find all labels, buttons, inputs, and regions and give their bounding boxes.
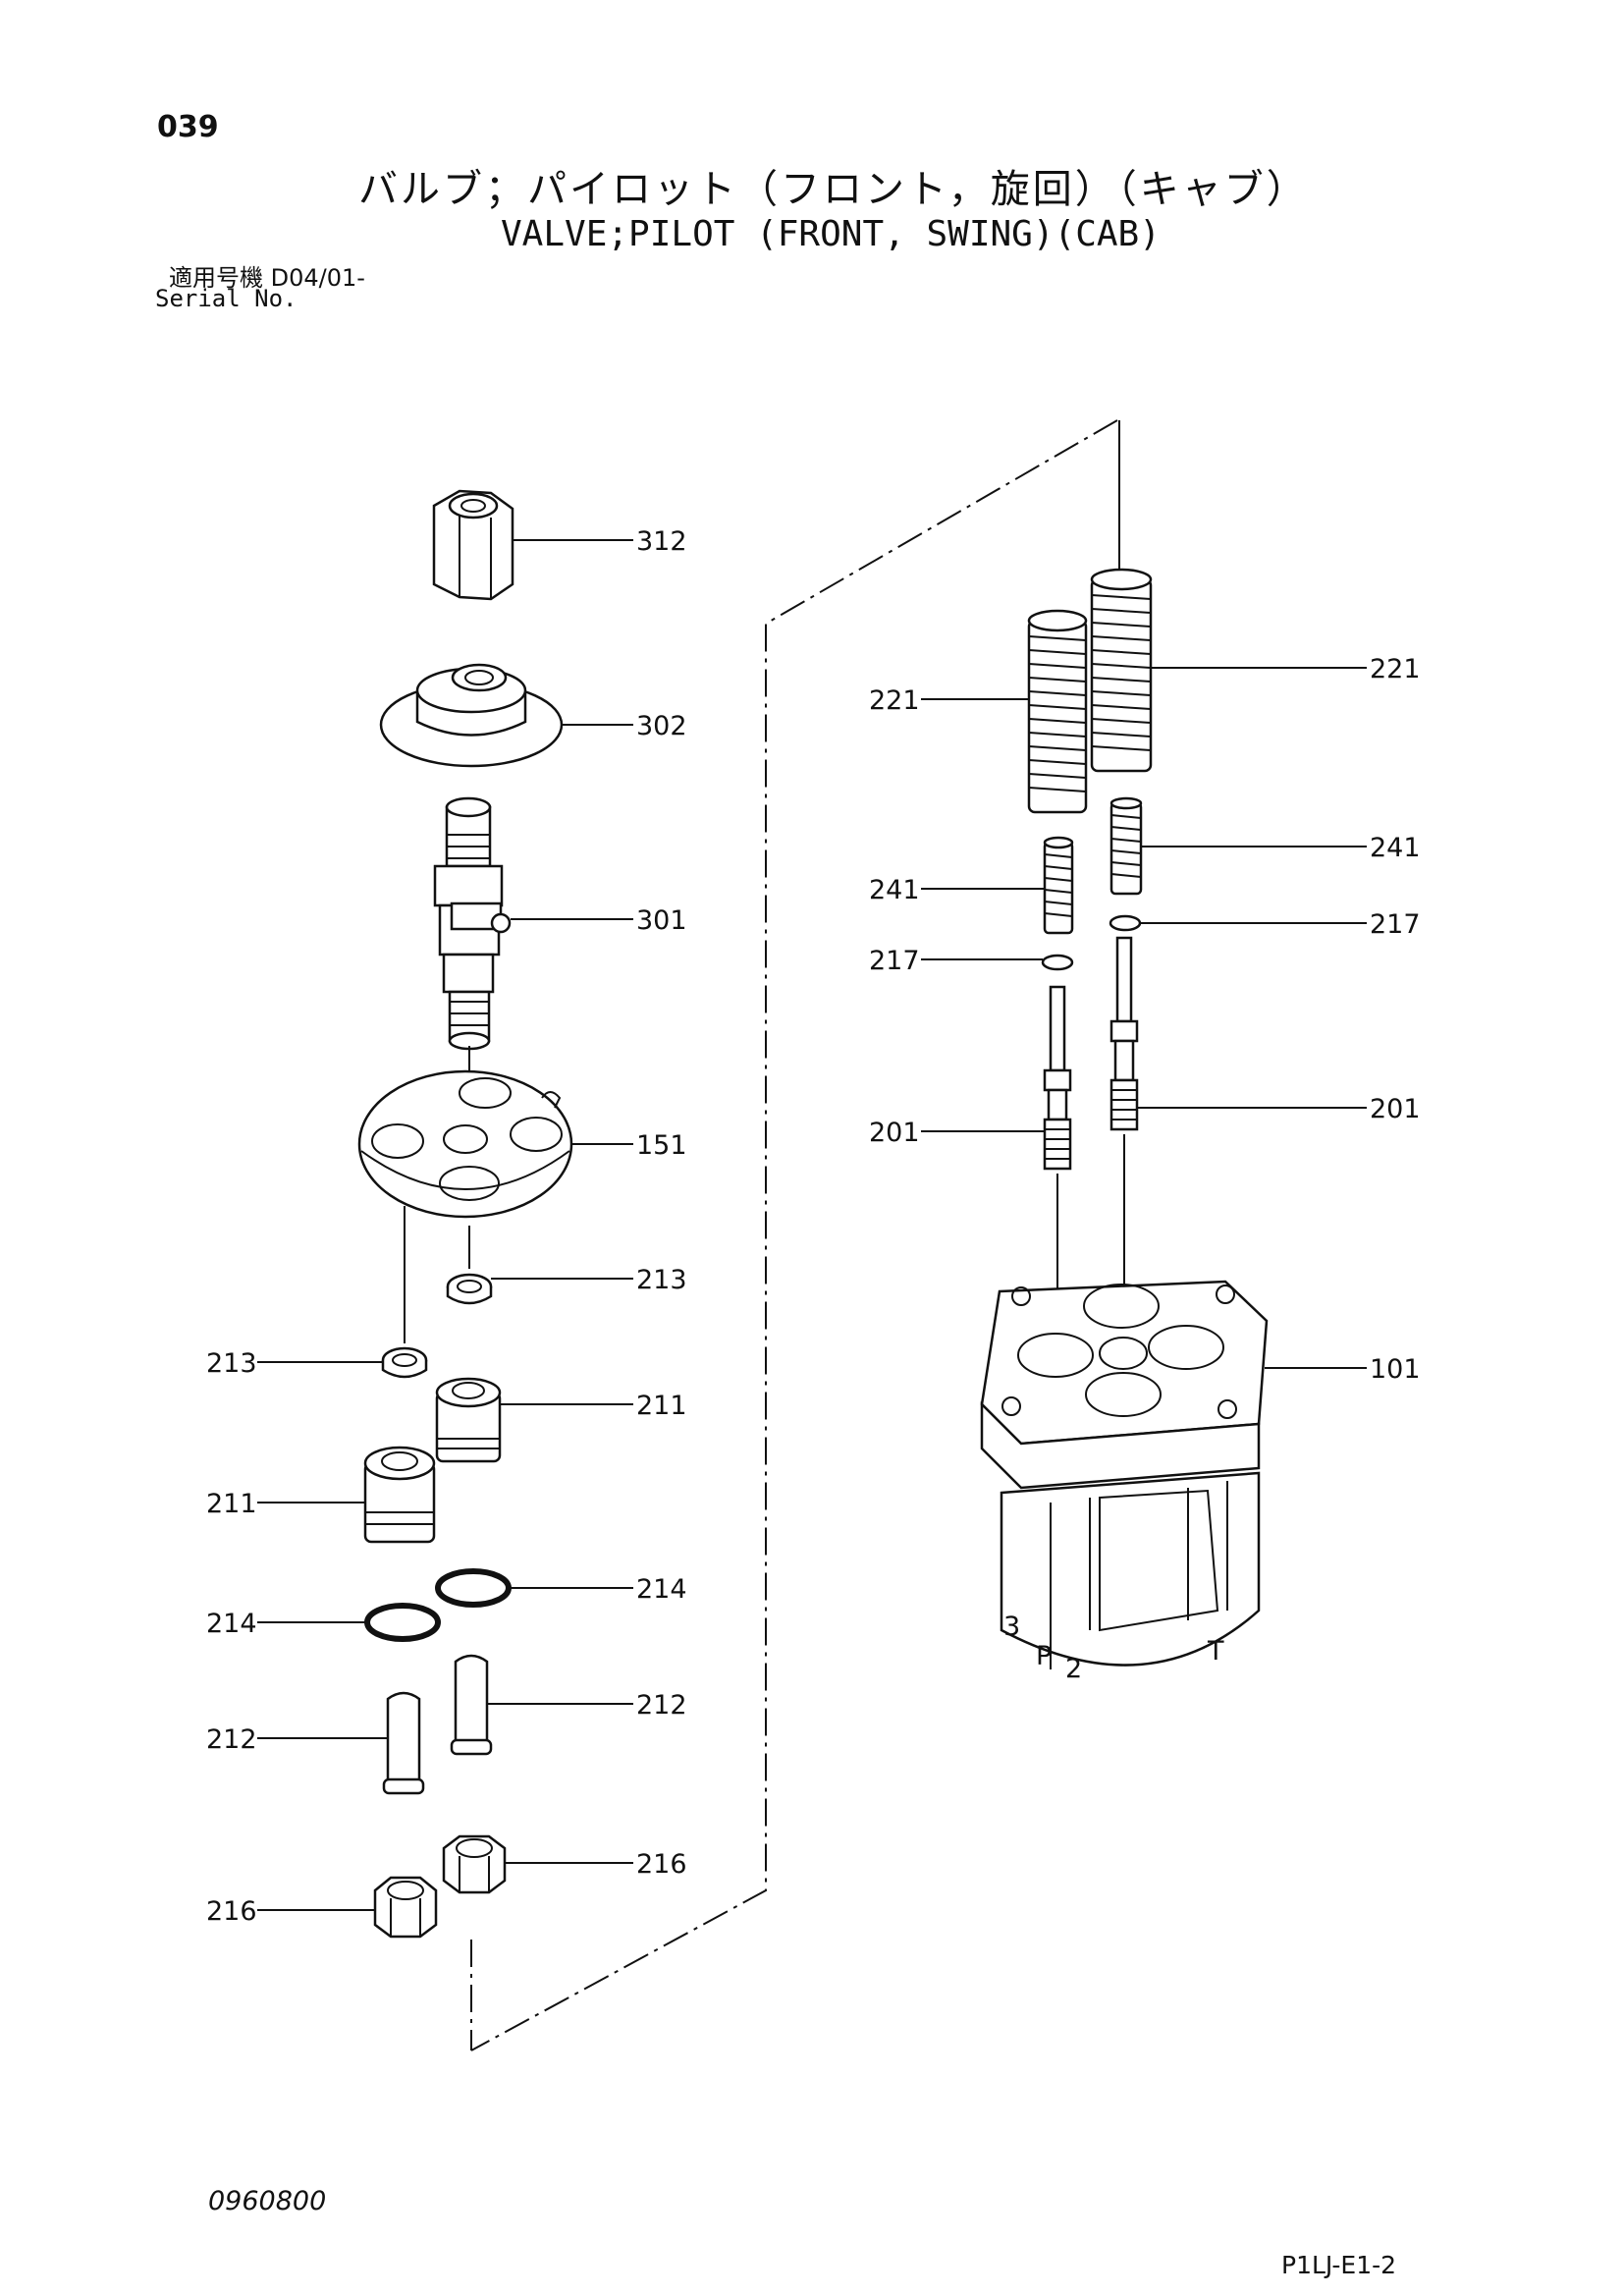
part-312-hex-nut — [432, 489, 514, 601]
callout-213-left: 213 — [206, 1348, 257, 1379]
part-214-o-ring-left — [364, 1603, 441, 1642]
part-217-ring-left — [1041, 954, 1074, 971]
callout-221-right: 221 — [1370, 654, 1421, 684]
serial-japanese: 適用号機 D04/01- — [169, 264, 365, 292]
callout-213-right: 213 — [636, 1265, 687, 1295]
callout-201-left: 201 — [869, 1118, 920, 1148]
callout-217-right: 217 — [1370, 909, 1421, 940]
part-241-spring-left — [1043, 836, 1074, 935]
part-221-spring-right — [1090, 568, 1153, 773]
callout-201-right: 201 — [1370, 1094, 1421, 1124]
callout-216-left: 216 — [206, 1896, 257, 1927]
part-101-valve-body — [980, 1280, 1269, 1669]
callout-212-left: 212 — [206, 1724, 257, 1755]
callout-302: 302 — [636, 711, 687, 741]
part-216-nut-left — [373, 1876, 438, 1939]
port-mark-2: 2 — [1065, 1654, 1082, 1684]
page-code: P1LJ-E1-2 — [1281, 2251, 1397, 2279]
part-211-bushing-left — [363, 1446, 436, 1544]
part-201-spool-right — [1109, 936, 1139, 1131]
part-213-seal-right — [446, 1273, 493, 1305]
callout-211-right: 211 — [636, 1391, 687, 1421]
title-english: VALVE;PILOT (FRONT, SWING)(CAB) — [501, 214, 1161, 254]
callout-301: 301 — [636, 905, 687, 936]
part-241-spring-right — [1109, 796, 1143, 896]
part-302-plate — [379, 663, 564, 768]
page-number: 039 — [157, 110, 219, 144]
callout-151: 151 — [636, 1130, 687, 1161]
port-mark-3: 3 — [1003, 1612, 1020, 1642]
callout-211-left: 211 — [206, 1489, 257, 1519]
document-code: 0960800 — [208, 2186, 327, 2216]
callout-217-left: 217 — [869, 946, 920, 976]
part-211-bushing-right — [435, 1377, 502, 1463]
callout-241-right: 241 — [1370, 833, 1421, 863]
port-mark-t: T — [1207, 1636, 1224, 1667]
callout-214-right: 214 — [636, 1574, 687, 1605]
part-217-ring-right — [1109, 914, 1142, 932]
port-mark-p: P — [1036, 1641, 1052, 1671]
callout-101: 101 — [1370, 1354, 1421, 1385]
serial-english: Serial No. — [155, 285, 298, 312]
callout-212-right: 212 — [636, 1690, 687, 1721]
part-151-plate — [357, 1069, 573, 1219]
part-221-spring-left — [1027, 609, 1088, 814]
part-212-pin-left — [382, 1691, 425, 1795]
part-212-pin-right — [450, 1654, 493, 1756]
callout-214-left: 214 — [206, 1609, 257, 1639]
part-213-seal-left — [381, 1346, 428, 1379]
title-japanese: バルブ；パイロット（フロント，旋回）（キャブ） — [358, 167, 1309, 212]
callout-216-right: 216 — [636, 1849, 687, 1880]
assembly-boundary-line — [470, 419, 1118, 2051]
callout-241-left: 241 — [869, 875, 920, 905]
part-216-nut-right — [442, 1834, 507, 1894]
part-201-spool-left — [1043, 985, 1072, 1171]
callout-312: 312 — [636, 526, 687, 557]
callout-221-left: 221 — [869, 685, 920, 716]
part-301-joint-shaft — [433, 796, 512, 1051]
part-214-o-ring-right — [435, 1568, 512, 1608]
